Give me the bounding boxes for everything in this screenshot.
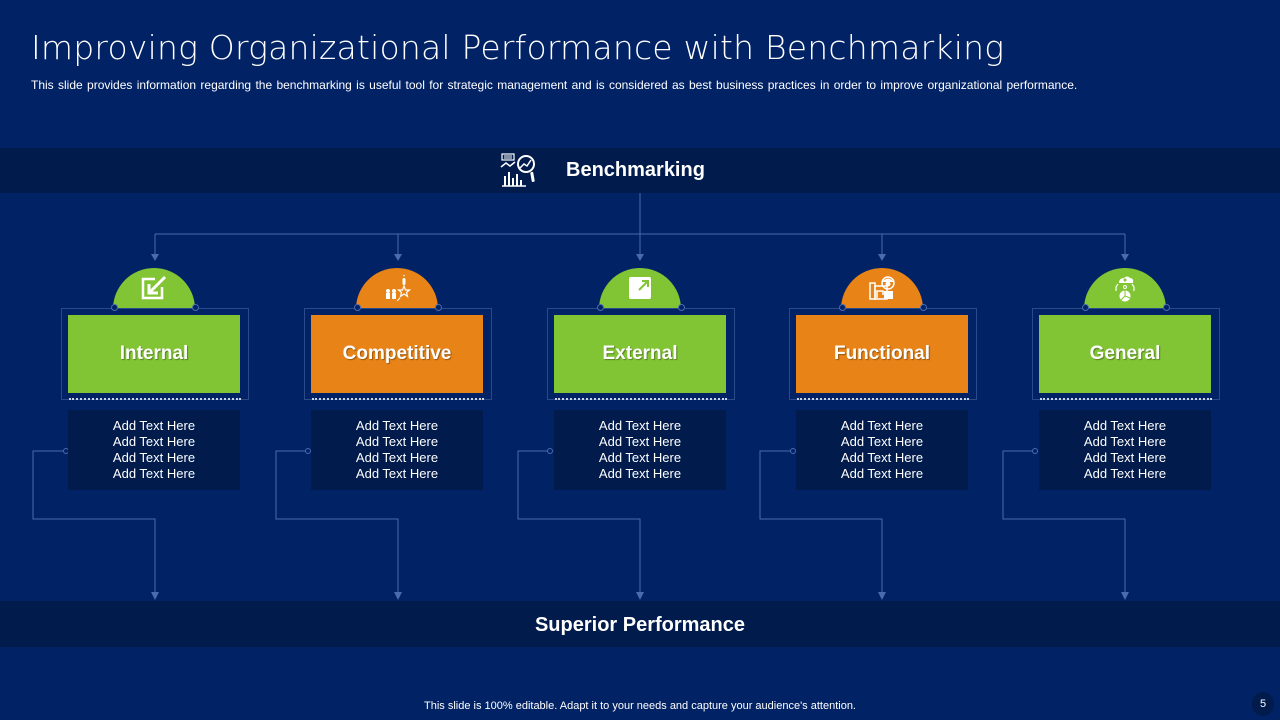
category-competitive: Competitive Add Text Here Add Text Here … bbox=[304, 268, 492, 492]
text-list: Add Text Here Add Text Here Add Text Her… bbox=[311, 410, 483, 490]
category-label: Internal bbox=[68, 315, 240, 393]
dome-general bbox=[1084, 268, 1166, 309]
slide-subtitle: This slide provides information regardin… bbox=[31, 78, 1078, 92]
text-list: Add Text Here Add Text Here Add Text Her… bbox=[1039, 410, 1211, 490]
category-general: General Add Text Here Add Text Here Add … bbox=[1032, 268, 1220, 492]
category-label: Functional bbox=[796, 315, 968, 393]
dome-competitive bbox=[356, 268, 438, 309]
superior-performance-band bbox=[0, 601, 1280, 647]
footer-note: This slide is 100% editable. Adapt it to… bbox=[424, 700, 856, 712]
benchmarking-band bbox=[0, 148, 1280, 193]
engineer-blueprint-icon bbox=[869, 276, 895, 300]
category-label: General bbox=[1039, 315, 1211, 393]
edit-arrow-icon bbox=[141, 275, 167, 300]
slide-title: Improving Organizational Performance wit… bbox=[31, 28, 1005, 67]
category-label: Competitive bbox=[311, 315, 483, 393]
superior-performance-label: Superior Performance bbox=[534, 614, 746, 636]
benchmarking-label: Benchmarking bbox=[566, 159, 705, 181]
competition-star-icon bbox=[386, 274, 412, 302]
category-internal: Internal Add Text Here Add Text Here Add… bbox=[61, 268, 249, 492]
text-list: Add Text Here Add Text Here Add Text Her… bbox=[554, 410, 726, 490]
text-list: Add Text Here Add Text Here Add Text Her… bbox=[68, 410, 240, 490]
cloud-data-chart-icon bbox=[1115, 276, 1135, 302]
dome-functional bbox=[841, 268, 923, 309]
dome-internal bbox=[113, 268, 195, 309]
category-label: External bbox=[554, 315, 726, 393]
dome-external bbox=[599, 268, 681, 309]
benchmark-analytics-icon bbox=[500, 153, 535, 187]
category-external: External Add Text Here Add Text Here Add… bbox=[547, 268, 735, 492]
text-list: Add Text Here Add Text Here Add Text Her… bbox=[796, 410, 968, 490]
category-functional: Functional Add Text Here Add Text Here A… bbox=[789, 268, 977, 492]
page-number: 5 bbox=[1252, 692, 1274, 716]
external-link-icon bbox=[629, 277, 651, 299]
